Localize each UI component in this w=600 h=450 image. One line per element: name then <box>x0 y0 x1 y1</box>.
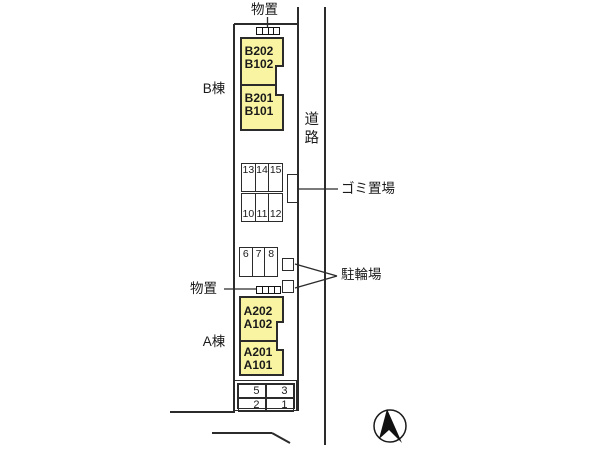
lower-access-diagonal <box>271 432 291 444</box>
parking-space-2: 2 <box>237 397 266 412</box>
parking-space-1: 1 <box>265 397 294 412</box>
bicycle-parking-label: 駐輪場 <box>341 267 382 282</box>
unit-a101: A101 <box>243 357 273 372</box>
storage-shed-top <box>256 27 280 35</box>
parking-space-15: 15 <box>268 164 282 191</box>
unit-a201: A201 <box>243 345 273 359</box>
parking-row-10-12: 10 11 12 <box>241 193 283 222</box>
parking-space-7: 7 <box>251 248 265 276</box>
road-label: 道路 <box>302 111 319 148</box>
unit-b101: B101 <box>244 103 274 118</box>
bicycle-leader-line-1 <box>294 263 338 277</box>
unit-label-a201-a101: A201 A101 <box>240 346 276 371</box>
parking-row-13-15: 13 14 15 <box>241 163 283 192</box>
unit-b202: B202 <box>244 44 274 58</box>
storage-top-label: 物置 <box>251 2 278 17</box>
parking-space-12: 12 <box>268 194 282 221</box>
unit-label-a202-a102: A202 A102 <box>240 305 276 330</box>
building-b-label: B棟 <box>202 81 226 96</box>
unit-label-b202-b102: B202 B102 <box>241 45 277 70</box>
parking-table: 5 3 2 1 <box>234 380 297 412</box>
unit-b102: B102 <box>244 56 274 71</box>
parking-space-6: 6 <box>242 248 249 260</box>
garbage-area-box <box>287 174 298 203</box>
garbage-area-label: ゴミ置場 <box>341 181 395 196</box>
unit-label-b201-b101: B201 B101 <box>241 92 277 117</box>
parking-space-5: 5 <box>237 383 266 398</box>
parking-row-6-8: 6 7 8 <box>239 247 278 277</box>
parking-space-14: 14 <box>254 164 269 191</box>
unit-a102: A102 <box>243 316 273 331</box>
bicycle-leader-line-2 <box>294 275 338 289</box>
parking-space-11: 11 <box>254 194 269 221</box>
building-b-unit-lower-shape <box>240 84 284 131</box>
bicycle-parking-box-1 <box>282 258 294 271</box>
bicycle-parking-box-2 <box>282 280 294 293</box>
unit-b201: B201 <box>244 91 274 105</box>
parking-space-13: 13 <box>242 164 255 176</box>
parking-space-3: 3 <box>265 383 294 398</box>
building-a-unit-lower-shape <box>239 340 284 376</box>
north-arrow-icon <box>379 409 402 443</box>
building-a-label: A棟 <box>202 334 226 349</box>
unit-a202: A202 <box>243 304 273 318</box>
storage-shed-left <box>256 286 281 294</box>
parking-space-10: 10 <box>242 208 255 220</box>
parking-space-8: 8 <box>264 248 277 276</box>
storage-left-label: 物置 <box>190 281 217 296</box>
